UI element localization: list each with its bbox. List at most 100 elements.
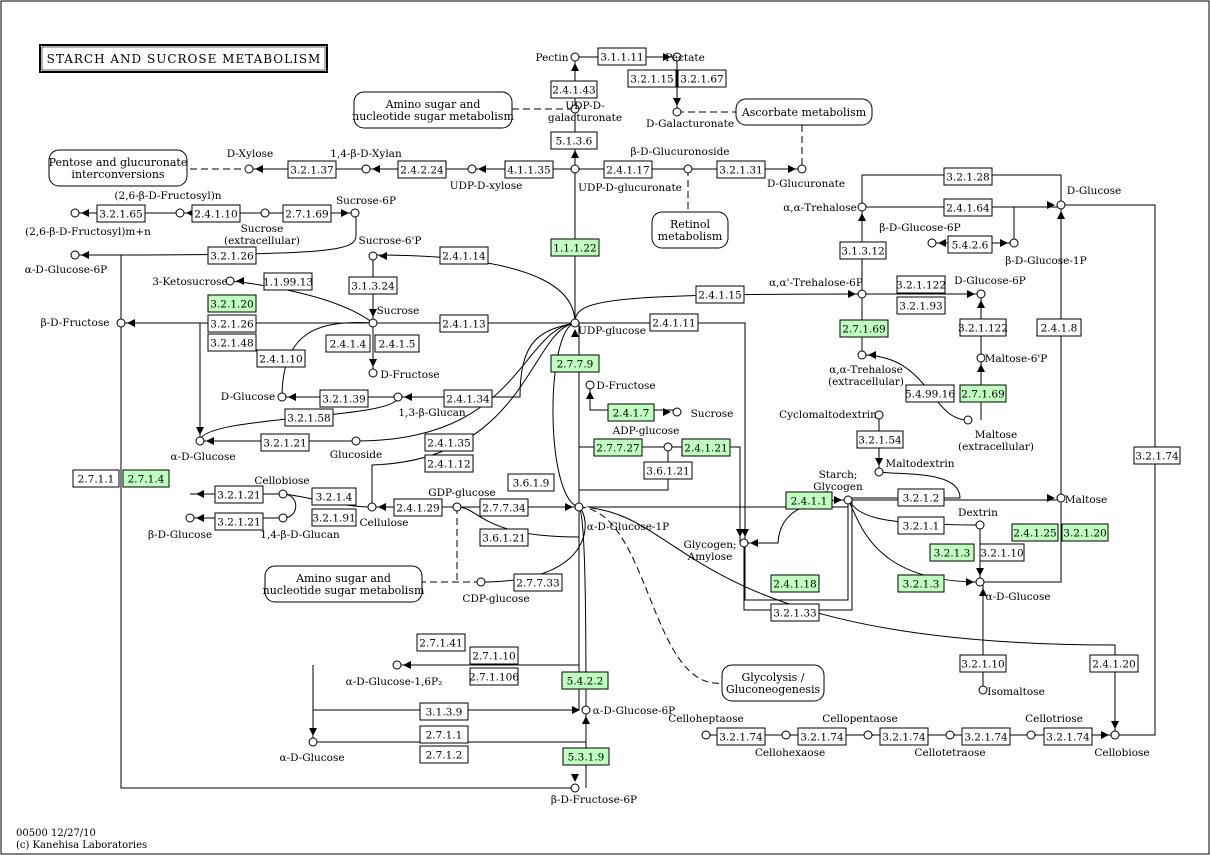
compound-dgalacturonate[interactable]: D-Galacturonate (646, 107, 734, 130)
enzyme-3-2-1-31[interactable]: 3.2.1.31 (716, 160, 766, 179)
enzyme-3-2-1-74[interactable]: 3.2.1.74 (797, 727, 847, 746)
compound-fructosylmn[interactable]: (2,6-β-D-Fructosyl)m+n (25, 208, 151, 238)
enzyme-2-4-1-34[interactable]: 2.4.1.34 (443, 389, 493, 408)
compound-pectate[interactable]: Pectate (665, 52, 705, 64)
enzyme-5-4-2-2[interactable]: 5.4.2.2 (561, 671, 609, 690)
compound-bglucose1p[interactable]: β-D-Glucose-1P (1005, 238, 1087, 267)
enzyme-3-2-1-93[interactable]: 3.2.1.93 (896, 296, 946, 315)
compound-maltoseext[interactable]: Maltose(extracellular) (958, 415, 1034, 453)
compound-pectin[interactable]: Pectin (535, 52, 580, 64)
enzyme-3-2-1-10[interactable]: 3.2.1.10 (979, 543, 1025, 562)
enzyme-3-2-1-4[interactable]: 3.2.1.4 (311, 487, 357, 506)
enzyme-3-2-1-3[interactable]: 3.2.1.3 (929, 543, 975, 562)
enzyme-2-4-1-7[interactable]: 2.4.1.7 (607, 403, 655, 422)
enzyme-2-7-1-69[interactable]: 2.7.1.69 (959, 384, 1007, 403)
enzyme-3-2-1-33[interactable]: 3.2.1.33 (770, 603, 820, 622)
enzyme-2-7-1-10[interactable]: 2.7.1.10 (469, 646, 519, 665)
enzyme-2-7-1-106[interactable]: 2.7.1.106 (469, 667, 519, 686)
compound-maltose6p[interactable]: Maltose-6'P (976, 353, 1047, 365)
enzyme-3-2-1-3[interactable]: 3.2.1.3 (897, 574, 945, 593)
enzyme-3-2-1-65[interactable]: 3.2.1.65 (96, 204, 146, 223)
enzyme-2-7-7-34[interactable]: 2.7.7.34 (479, 498, 529, 517)
enzyme-3-6-1-21[interactable]: 3.6.1.21 (479, 528, 529, 547)
enzyme-4-1-1-35[interactable]: 4.1.1.35 (504, 160, 554, 179)
compound-cellopentaose[interactable]: Cellopentaose (822, 713, 898, 740)
enzyme-2-4-1-14[interactable]: 2.4.1.14 (439, 246, 489, 265)
compound-sucrose[interactable]: Sucrose (368, 305, 419, 328)
pathway-link-m6[interactable]: Glycolysis /Gluconeogenesis (721, 664, 825, 702)
compound-adglucose_l[interactable]: α-D-Glucose (170, 436, 236, 463)
compound-dglucose_l[interactable]: D-Glucose (221, 391, 287, 403)
compound-maltose[interactable]: Maltose (1056, 493, 1107, 506)
enzyme-3-2-1-37[interactable]: 3.2.1.37 (287, 160, 337, 179)
enzyme-3-2-1-10[interactable]: 3.2.1.10 (959, 654, 1007, 673)
compound-celloheptaose[interactable]: Celloheptaose (668, 713, 744, 740)
enzyme-2-7-7-27[interactable]: 2.7.7.27 (593, 438, 643, 457)
compound-glucoside[interactable]: Glucoside (330, 436, 382, 461)
enzyme-2-4-1-25[interactable]: 2.4.1.25 (1011, 523, 1059, 542)
enzyme-2-4-1-64[interactable]: 2.4.1.64 (943, 198, 993, 217)
compound-adpglucose[interactable]: ADP-glucose (612, 425, 680, 452)
compound-glucuronoside[interactable]: β-D-Glucuronoside (630, 146, 730, 174)
enzyme-2-4-1-10[interactable]: 2.4.1.10 (256, 349, 306, 368)
compound-cellohexaose[interactable]: Cellohexaose (755, 730, 825, 759)
enzyme-3-2-1-58[interactable]: 3.2.1.58 (284, 408, 334, 427)
compound-cellotriose[interactable]: Cellotriose (1025, 713, 1083, 740)
compound-bglucan14[interactable]: 1,4-β-D-Glucan (260, 513, 340, 541)
compound-bdglucose_l[interactable]: β-D-Glucose (148, 513, 212, 541)
compound-trehalose6p[interactable]: α,α'-Trehalose-6P (769, 277, 867, 299)
enzyme-3-1-3-24[interactable]: 3.1.3.24 (348, 276, 398, 295)
enzyme-2-7-1-69[interactable]: 2.7.1.69 (282, 204, 332, 223)
compound-cellulose[interactable]: Cellulose (359, 502, 409, 529)
compound-fructosyln[interactable]: (2,6-β-D-Fructosyl)n (114, 190, 222, 218)
compound-udpxylose[interactable]: UDP-D-xylose (450, 164, 523, 192)
compound-aglucose1p[interactable]: α-D-Glucose-1P (574, 502, 669, 533)
enzyme-2-7-1-41[interactable]: 2.7.1.41 (416, 633, 466, 652)
compound-bfructose6p[interactable]: β-D-Fructose-6P (551, 783, 637, 806)
enzyme-2-4-1-43[interactable]: 2.4.1.43 (550, 80, 598, 99)
pathway-link-m2[interactable]: Ascorbate metabolism (735, 98, 873, 126)
compound-dglucose_r[interactable]: D-Glucose (1056, 185, 1121, 210)
enzyme-3-2-1-74[interactable]: 3.2.1.74 (961, 727, 1011, 746)
enzyme-5-4-99-16[interactable]: 5.4.99.16 (905, 384, 955, 403)
compound-dextrin[interactable]: Dextrin (958, 507, 998, 530)
compound-sucrose6p_a[interactable]: Sucrose-6P (336, 195, 396, 218)
compound-udpgalacturonate[interactable]: UDP-D-galacturonate (548, 100, 622, 124)
enzyme-3-2-1-54[interactable]: 3.2.1.54 (856, 430, 904, 449)
compound-dxylose[interactable]: D-Xylose (227, 148, 273, 174)
compound-cellobiose_r[interactable]: Cellobiose (1094, 730, 1150, 759)
enzyme-2-4-1-29[interactable]: 2.4.1.29 (393, 498, 443, 517)
enzyme-3-2-1-21[interactable]: 3.2.1.21 (260, 433, 310, 452)
enzyme-2-4-1-15[interactable]: 2.4.1.15 (695, 285, 745, 304)
compound-ketosucrose[interactable]: 3-Ketosucrose (152, 276, 235, 288)
enzyme-3-2-1-26[interactable]: 3.2.1.26 (207, 246, 257, 265)
enzyme-2-4-1-1[interactable]: 2.4.1.1 (785, 491, 833, 510)
enzyme-3-2-1-91[interactable]: 3.2.1.91 (311, 508, 357, 527)
enzyme-3-2-1-122[interactable]: 3.2.1.122 (958, 318, 1008, 337)
enzyme-2-4-1-11[interactable]: 2.4.1.11 (649, 313, 699, 332)
enzyme-3-2-1-122[interactable]: 3.2.1.122 (896, 275, 946, 294)
compound-trehaloseext[interactable]: α,α-Trehalose(extracellular) (828, 350, 904, 388)
enzyme-2-7-1-4[interactable]: 2.7.1.4 (122, 469, 170, 488)
compound-cyclomaltodextrin[interactable]: Cyclomaltodextrin (779, 409, 884, 421)
enzyme-3-2-1-67[interactable]: 3.2.1.67 (677, 69, 727, 88)
compound-dglucose6p[interactable]: D-Glucose-6P (954, 275, 1026, 299)
enzyme-3-2-1-20[interactable]: 3.2.1.20 (207, 294, 257, 313)
compound-cdpglucose[interactable]: CDP-glucose (462, 577, 530, 605)
compound-adglucose_b[interactable]: α-D-Glucose (279, 737, 345, 764)
compound-bglucose6p[interactable]: β-D-Glucose-6P (879, 222, 961, 248)
compound-glucan13[interactable]: 1,3-β-Glucan (393, 392, 466, 419)
compound-trehalose[interactable]: α,α-Trehalose (783, 202, 867, 214)
compound-dglucuronate[interactable]: D-Glucuronate (767, 164, 845, 190)
enzyme-5-4-2-6[interactable]: 5.4.2.6 (947, 235, 993, 254)
enzyme-3-2-1-74[interactable]: 3.2.1.74 (1133, 446, 1181, 465)
enzyme-3-6-1-9[interactable]: 3.6.1.9 (507, 473, 555, 492)
compound-aglucose6p_l[interactable]: α-D-Glucose-6P (25, 250, 107, 276)
compound-starch[interactable]: Starch;Glycogen (813, 469, 863, 505)
enzyme-2-4-1-4[interactable]: 2.4.1.4 (325, 334, 371, 353)
enzyme-2-7-1-1[interactable]: 2.7.1.1 (419, 725, 469, 744)
enzyme-3-2-1-74[interactable]: 3.2.1.74 (716, 727, 766, 746)
enzyme-3-6-1-21[interactable]: 3.6.1.21 (643, 461, 693, 480)
